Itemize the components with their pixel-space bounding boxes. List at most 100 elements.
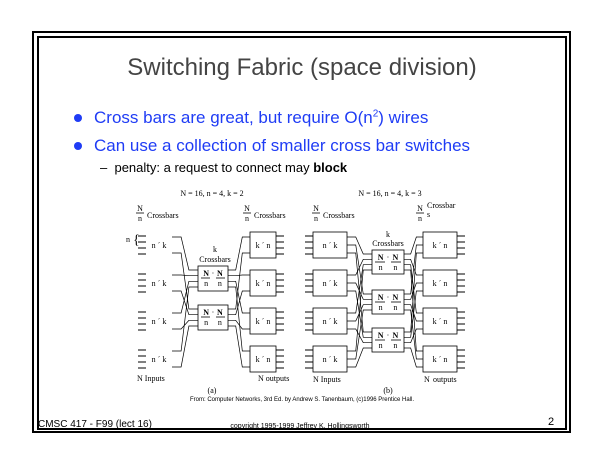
wire bbox=[404, 252, 423, 333]
wire bbox=[228, 236, 250, 271]
right-crossbar-box-label: k ´ n bbox=[256, 279, 271, 288]
sub-bullet-text: penalty: a request to connect may bbox=[114, 160, 314, 175]
right-crossbars-label: Crossbars bbox=[254, 211, 286, 220]
frac-num: N bbox=[392, 331, 398, 340]
wire bbox=[347, 258, 372, 276]
frac-den: n bbox=[218, 279, 222, 288]
fabric-wires bbox=[172, 236, 250, 368]
wire bbox=[172, 286, 198, 352]
left-crossbar-box-label: n ´ k bbox=[323, 241, 338, 250]
footer-course: CMSC 417 - F99 (lect 16) bbox=[38, 419, 152, 430]
wire bbox=[172, 325, 198, 368]
right-crossbar-box bbox=[249, 269, 277, 297]
frac-den: n bbox=[393, 263, 397, 272]
frac-num: N bbox=[392, 293, 398, 302]
wire bbox=[404, 309, 423, 360]
frac-den: n bbox=[218, 318, 222, 327]
frac-num: N bbox=[417, 204, 423, 213]
left-crossbar-box-label: n ´ k bbox=[323, 355, 338, 364]
left-crossbar-box-label: n ´ k bbox=[323, 317, 338, 326]
right-crossbars-label: Crossbar bbox=[427, 201, 456, 210]
middle-crossbar-box bbox=[197, 304, 229, 331]
caption-a: (a) bbox=[208, 386, 217, 395]
slide-title: Switching Fabric (space division) bbox=[127, 54, 477, 81]
diagram-b-title: N = 16, n = 4, k = 3 bbox=[358, 189, 421, 198]
wire bbox=[347, 252, 372, 333]
sub-bullet-bold: block bbox=[313, 160, 348, 175]
wire bbox=[347, 269, 372, 352]
wire bbox=[228, 280, 250, 314]
bullet-dot-icon bbox=[74, 113, 82, 122]
middle-crossbars-label: Crossbars bbox=[372, 239, 404, 248]
wire bbox=[347, 347, 372, 368]
frac-den: n bbox=[393, 341, 397, 350]
wire bbox=[172, 252, 198, 310]
right-crossbar-box-label: k ´ n bbox=[433, 279, 448, 288]
middle-crossbars-label: Crossbars bbox=[199, 255, 231, 264]
dot-label: · bbox=[212, 308, 215, 317]
wire bbox=[228, 325, 250, 368]
left-crossbar-box-label: n ´ k bbox=[323, 279, 338, 288]
wire bbox=[347, 264, 372, 314]
left-crossbars-label: Crossbars bbox=[323, 211, 355, 220]
right-crossbar-box-label: k ´ n bbox=[256, 317, 271, 326]
right-crossbars-label-s: s bbox=[427, 210, 430, 219]
frac-num: N bbox=[244, 204, 250, 213]
frac-den: n bbox=[379, 341, 383, 350]
bullet-crossbars: Cross bars are great, but require O(n2) … bbox=[74, 108, 428, 128]
wire bbox=[347, 309, 372, 360]
dot-label: · bbox=[387, 253, 390, 262]
left-crossbar-box-label: n ´ k bbox=[152, 317, 167, 326]
left-crossbar-box-label: n ´ k bbox=[152, 279, 167, 288]
frac-den: n bbox=[314, 214, 318, 223]
bullet-text: Cross bars are great, but require O(n bbox=[94, 108, 373, 127]
n-label: n bbox=[126, 235, 130, 244]
middle-crossbar-box bbox=[197, 265, 229, 292]
frac-num: N bbox=[217, 308, 223, 317]
caption-b: (b) bbox=[383, 386, 393, 395]
right-crossbar-box-label: k ´ n bbox=[433, 241, 448, 250]
wire bbox=[172, 290, 198, 316]
right-crossbar-box bbox=[249, 231, 277, 259]
left-crossbar-box bbox=[312, 231, 348, 259]
bullet-sup: 2 bbox=[372, 108, 379, 120]
slide-inner-border bbox=[37, 36, 567, 430]
wire bbox=[404, 244, 423, 295]
left-crossbars-label: Crossbars bbox=[147, 211, 179, 220]
right-crossbar-box-label: k ´ n bbox=[256, 241, 271, 250]
wire bbox=[404, 258, 423, 276]
dash: – bbox=[100, 160, 108, 175]
frac-den: n bbox=[245, 214, 249, 223]
page-number: 2 bbox=[548, 416, 555, 428]
bullet-text-post: ) wires bbox=[378, 108, 429, 127]
brace-icon: { bbox=[133, 233, 140, 248]
frac-den: n bbox=[379, 263, 383, 272]
wire bbox=[404, 347, 423, 368]
bullet-collection: Can use a collection of smaller cross ba… bbox=[74, 136, 470, 156]
left-crossbar-box bbox=[312, 269, 348, 297]
inputs-label: N Inputs bbox=[313, 375, 341, 384]
fabric-wires bbox=[347, 236, 423, 368]
frac-den: n bbox=[204, 279, 208, 288]
right-crossbar-box bbox=[422, 231, 458, 259]
left-crossbar-box-label: n ´ k bbox=[152, 355, 167, 364]
wire bbox=[172, 319, 198, 330]
slide-outer-border bbox=[32, 31, 571, 433]
frac-den: n bbox=[393, 303, 397, 312]
right-crossbar-box bbox=[249, 307, 277, 335]
frac-num: N bbox=[313, 204, 319, 213]
sub-bullet-penalty: – penalty: a request to connect may bloc… bbox=[100, 160, 347, 175]
wire bbox=[347, 282, 372, 300]
frac-num: N bbox=[378, 253, 384, 262]
left-crossbar-box bbox=[312, 307, 348, 335]
frac-den: n bbox=[204, 318, 208, 327]
k-label: k bbox=[386, 230, 390, 239]
wire bbox=[404, 264, 423, 314]
frac-num: N bbox=[203, 308, 209, 317]
dot-label: · bbox=[387, 293, 390, 302]
outputs-label: outputs bbox=[433, 375, 457, 384]
footer-copyright: copyright 1995-1999 Jeffrey K. Hollingsw… bbox=[230, 423, 370, 430]
